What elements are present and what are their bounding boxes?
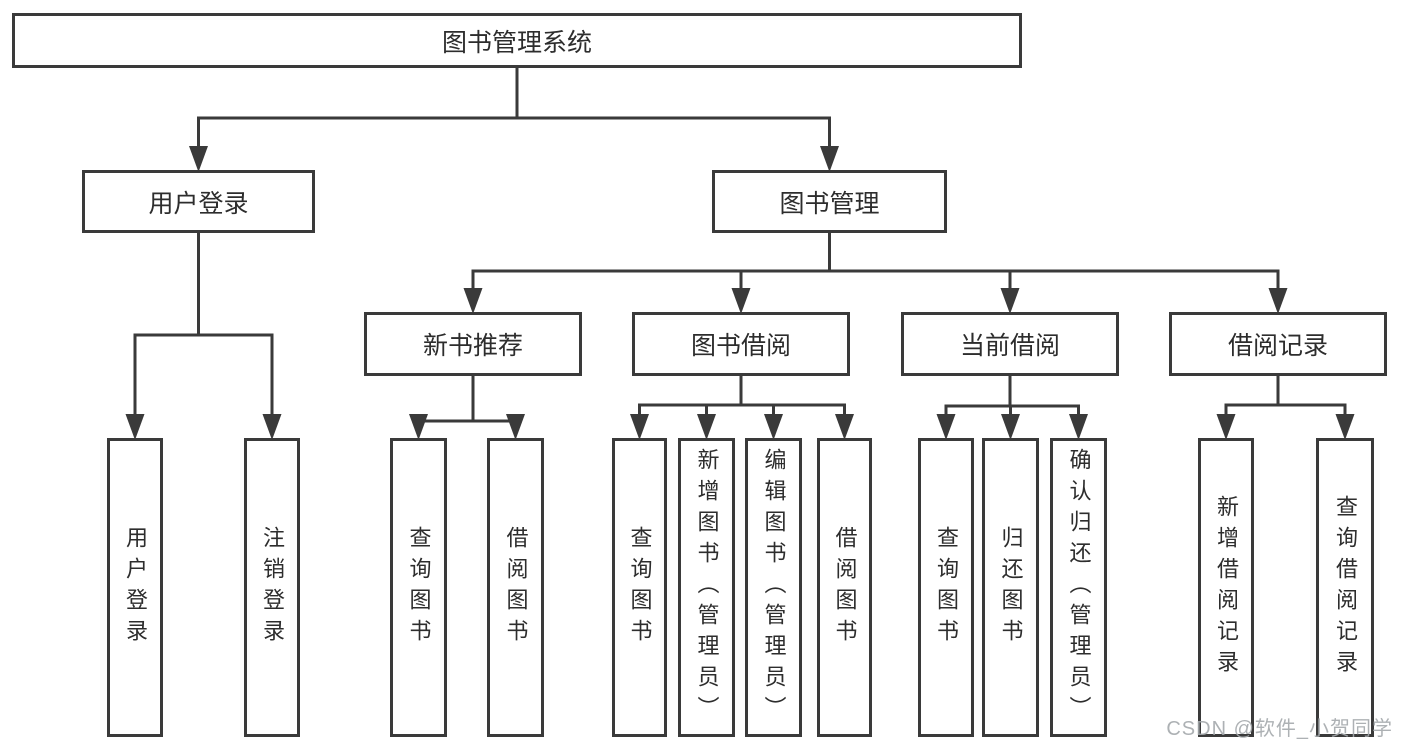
node-label: 当前借阅 [959, 332, 1060, 360]
node-label: 编辑图书（管理员） [761, 448, 787, 727]
leaf-confirm-return-admin: 确认归还（管理员） [1050, 438, 1107, 737]
node-label: 图书借阅 [690, 332, 791, 360]
node-label: 借阅图书 [832, 525, 858, 650]
leaf-borrow-books: 借阅图书 [817, 438, 872, 737]
node-label: 用户登录 [148, 189, 249, 218]
node-label: 新书推荐 [422, 332, 523, 360]
node-user-login: 用户登录 [82, 170, 315, 233]
watermark-text: CSDN @软件_小贺同学 [1166, 718, 1393, 740]
arrowheads [125, 146, 1355, 440]
node-label: 注销登录 [260, 525, 285, 650]
leaf-query-books-borrow: 查询图书 [612, 438, 667, 737]
node-label: 归还图书 [998, 525, 1024, 650]
node-book-management: 图书管理 [712, 170, 947, 233]
leaf-edit-book-admin: 编辑图书（管理员） [745, 438, 802, 737]
leaf-query-books-recommend: 查询图书 [390, 438, 447, 737]
node-label: 新增借阅记录 [1214, 494, 1239, 681]
leaf-add-book-admin: 新增图书（管理员） [678, 438, 735, 737]
leaf-logout: 注销登录 [244, 438, 300, 737]
leaf-query-books-current: 查询图书 [918, 438, 974, 737]
connector-strokes [133, 68, 1347, 436]
node-label: 确认归还（管理员） [1066, 448, 1092, 727]
node-label: 用户登录 [123, 525, 148, 650]
node-label: 图书管理系统 [441, 28, 592, 57]
node-label: 图书管理 [779, 189, 880, 218]
node-new-book-recommendation: 新书推荐 [364, 312, 582, 376]
node-borrowing-records: 借阅记录 [1169, 312, 1387, 376]
node-book-borrowing: 图书借阅 [632, 312, 850, 376]
node-label: 借阅记录 [1227, 332, 1328, 360]
node-label: 查询图书 [934, 525, 959, 650]
node-label: 查询图书 [406, 525, 432, 650]
node-label: 新增图书（管理员） [694, 448, 720, 727]
node-label: 借阅图书 [503, 525, 529, 650]
node-current-borrowing: 当前借阅 [901, 312, 1119, 376]
node-label: 查询图书 [627, 525, 653, 650]
node-root: 图书管理系统 [12, 13, 1022, 68]
leaf-return-book: 归还图书 [982, 438, 1039, 737]
leaf-add-borrow-record: 新增借阅记录 [1198, 438, 1254, 737]
leaf-user-login: 用户登录 [107, 438, 163, 737]
leaf-query-borrow-record: 查询借阅记录 [1316, 438, 1374, 737]
leaf-borrow-books-recommend: 借阅图书 [487, 438, 544, 737]
node-label: 查询借阅记录 [1333, 494, 1358, 681]
